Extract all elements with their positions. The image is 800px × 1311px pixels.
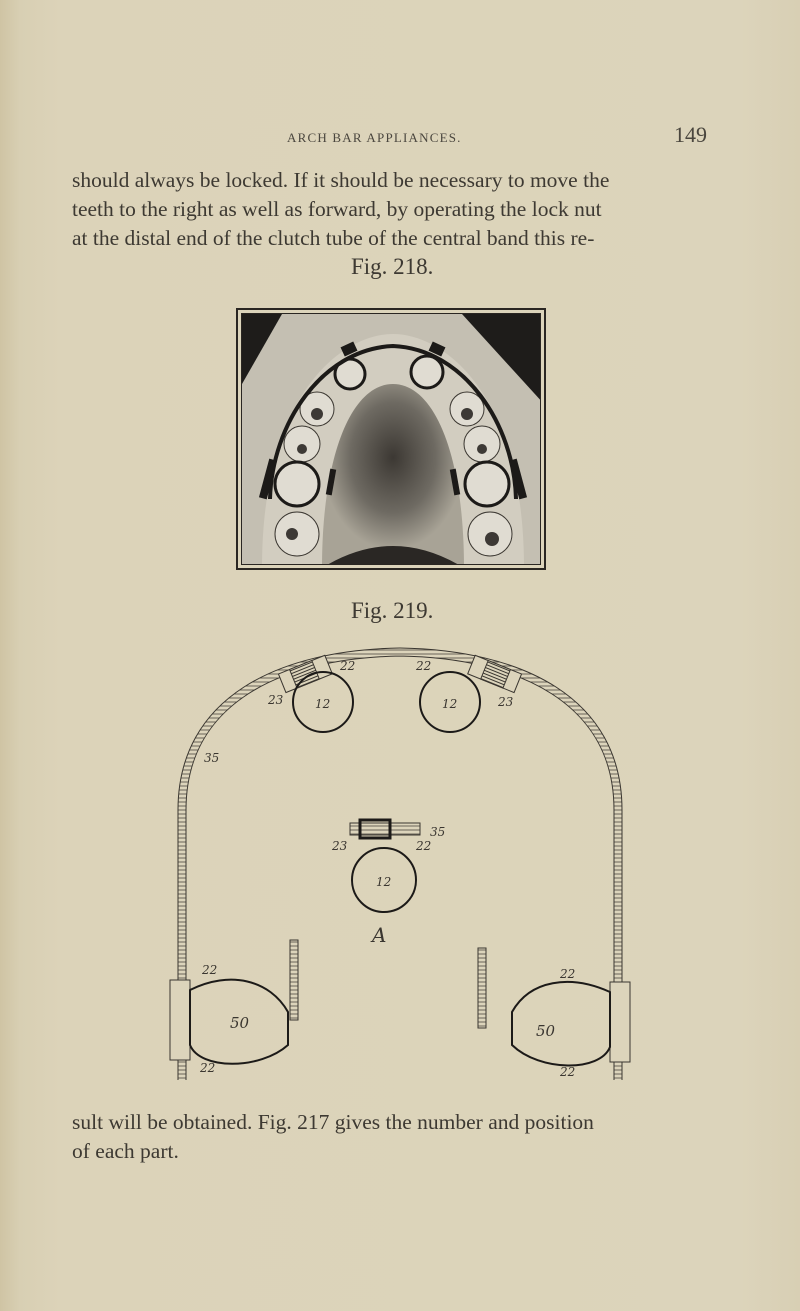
text-line: at the distal end of the clutch tube of …: [72, 226, 595, 250]
label-detail-b: 22: [415, 839, 431, 853]
label-molar-left-top: 22: [201, 963, 217, 977]
label-molar-left-bottom: 22: [199, 1061, 215, 1075]
label-band-left: 12: [315, 697, 330, 711]
running-head: ARCH BAR APPLIANCES. 149: [0, 122, 800, 156]
figure-218-photo-frame: [236, 308, 546, 570]
text-line: sult will be obtained. Fig. 217 gives th…: [72, 1110, 594, 1134]
label-clutch-right-a: 22: [415, 659, 431, 673]
paragraph-bottom: sult will be obtained. Fig. 217 gives th…: [72, 1108, 712, 1166]
figure-219-diagram: 12 12 22 23 22 23 35 12 23 22 35 A 50 50…: [160, 640, 640, 1120]
label-band-right: 12: [442, 697, 457, 711]
label-molar-right: 50: [536, 1022, 556, 1040]
figure-219-caption: Fig. 219.: [351, 598, 434, 623]
label-molar-left: 50: [230, 1014, 250, 1032]
paragraph-top: should always be locked. If it should be…: [72, 166, 712, 253]
arch-bar-diagram: 12 12 22 23 22 23 35 12 23 22 35 A 50 50…: [169, 647, 631, 1080]
label-detail-band: 12: [376, 875, 391, 889]
label-detail-a: 23: [331, 839, 348, 853]
label-detail-letter: A: [370, 923, 386, 947]
page-number: 149: [674, 122, 707, 147]
figure-218-caption: Fig. 218.: [351, 254, 434, 279]
figure-218-photo: [241, 313, 541, 565]
label-molar-right-bottom: 22: [559, 1065, 575, 1079]
text-line: of each part.: [72, 1139, 179, 1163]
label-clutch-left-b: 23: [267, 693, 284, 707]
running-title: ARCH BAR APPLIANCES.: [287, 130, 462, 145]
label-molar-right-top: 22: [559, 967, 575, 981]
dental-cast-image: [242, 314, 540, 564]
label-clutch-right-b: 23: [497, 695, 514, 709]
text-line: should always be locked. If it should be…: [72, 168, 610, 192]
label-detail-c: 35: [430, 825, 445, 839]
label-arch-left: 35: [204, 751, 219, 765]
label-clutch-left-a: 22: [339, 659, 355, 673]
text-line: teeth to the right as well as forward, b…: [72, 197, 602, 221]
